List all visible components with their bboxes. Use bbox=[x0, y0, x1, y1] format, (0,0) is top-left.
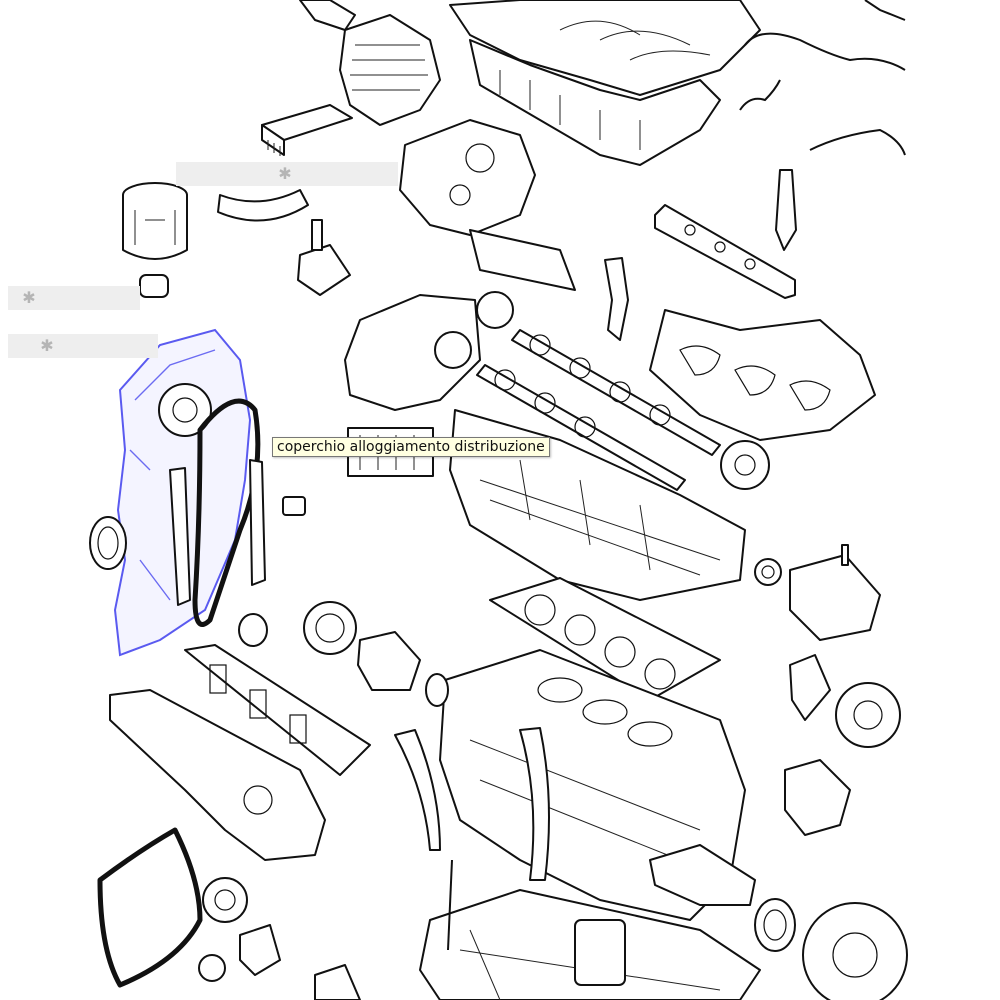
turbo-oil-pipe[interactable] bbox=[519, 727, 550, 881]
fuel-filter[interactable] bbox=[122, 182, 188, 298]
rear-seal[interactable] bbox=[754, 898, 796, 952]
crankshaft[interactable] bbox=[649, 844, 756, 906]
puzzle-icon: ✱ bbox=[22, 288, 36, 307]
cylinder-head[interactable] bbox=[449, 409, 746, 601]
part-tooltip: coperchio alloggiamento distribuzione bbox=[272, 437, 550, 457]
chain-guide-right[interactable] bbox=[249, 459, 266, 586]
head-gasket[interactable] bbox=[489, 577, 721, 701]
oil-cooler[interactable] bbox=[574, 919, 626, 986]
sensor-bracket[interactable] bbox=[297, 219, 351, 296]
puzzle-icon: ✱ bbox=[278, 164, 292, 183]
timing-chain[interactable] bbox=[192, 398, 261, 627]
air-filter-element[interactable] bbox=[261, 104, 353, 156]
air-filter-housing[interactable] bbox=[299, 0, 441, 126]
auxiliary-belt[interactable] bbox=[97, 827, 203, 988]
exhaust-manifold[interactable] bbox=[649, 309, 876, 441]
thermostat-seal[interactable] bbox=[425, 673, 449, 707]
belt-tensioner[interactable] bbox=[198, 877, 281, 982]
thermostat-housing[interactable] bbox=[784, 759, 851, 836]
intake-hose[interactable] bbox=[217, 189, 309, 222]
camshaft-upper[interactable] bbox=[511, 329, 721, 456]
intake-manifold[interactable] bbox=[109, 689, 326, 861]
mounting-bracket[interactable] bbox=[604, 257, 629, 341]
timing-sprocket[interactable] bbox=[158, 383, 212, 437]
cam-gear[interactable] bbox=[720, 440, 770, 490]
missing-image-placeholder: ✱ bbox=[8, 286, 140, 310]
front-seal[interactable] bbox=[89, 516, 127, 570]
chain-tensioner[interactable] bbox=[282, 496, 306, 516]
engine-block[interactable] bbox=[439, 649, 746, 921]
upper-timing-housing[interactable] bbox=[399, 119, 576, 291]
injector[interactable] bbox=[775, 169, 797, 251]
fuel-lines[interactable] bbox=[739, 0, 906, 156]
front-timing-cover[interactable] bbox=[344, 291, 514, 411]
water-pump[interactable] bbox=[303, 601, 421, 691]
vacuum-pump[interactable] bbox=[789, 654, 901, 748]
missing-image-placeholder: ✱ bbox=[176, 162, 398, 186]
camshaft-lower[interactable] bbox=[476, 364, 686, 491]
intake-gasket[interactable] bbox=[184, 644, 371, 776]
missing-image-placeholder: ✱ bbox=[8, 334, 158, 358]
chain-guide-left[interactable] bbox=[169, 467, 191, 606]
fuel-rail[interactable] bbox=[654, 204, 796, 299]
engine-top-cover[interactable] bbox=[449, 0, 761, 166]
high-pressure-pump[interactable] bbox=[789, 544, 881, 641]
pump-seal[interactable] bbox=[754, 558, 782, 586]
idler-bushing[interactable] bbox=[238, 613, 268, 647]
coolant-hose[interactable] bbox=[394, 729, 453, 951]
mount-bracket-bottom[interactable] bbox=[314, 964, 361, 1000]
flywheel[interactable] bbox=[802, 902, 908, 1000]
puzzle-icon: ✱ bbox=[40, 336, 54, 355]
